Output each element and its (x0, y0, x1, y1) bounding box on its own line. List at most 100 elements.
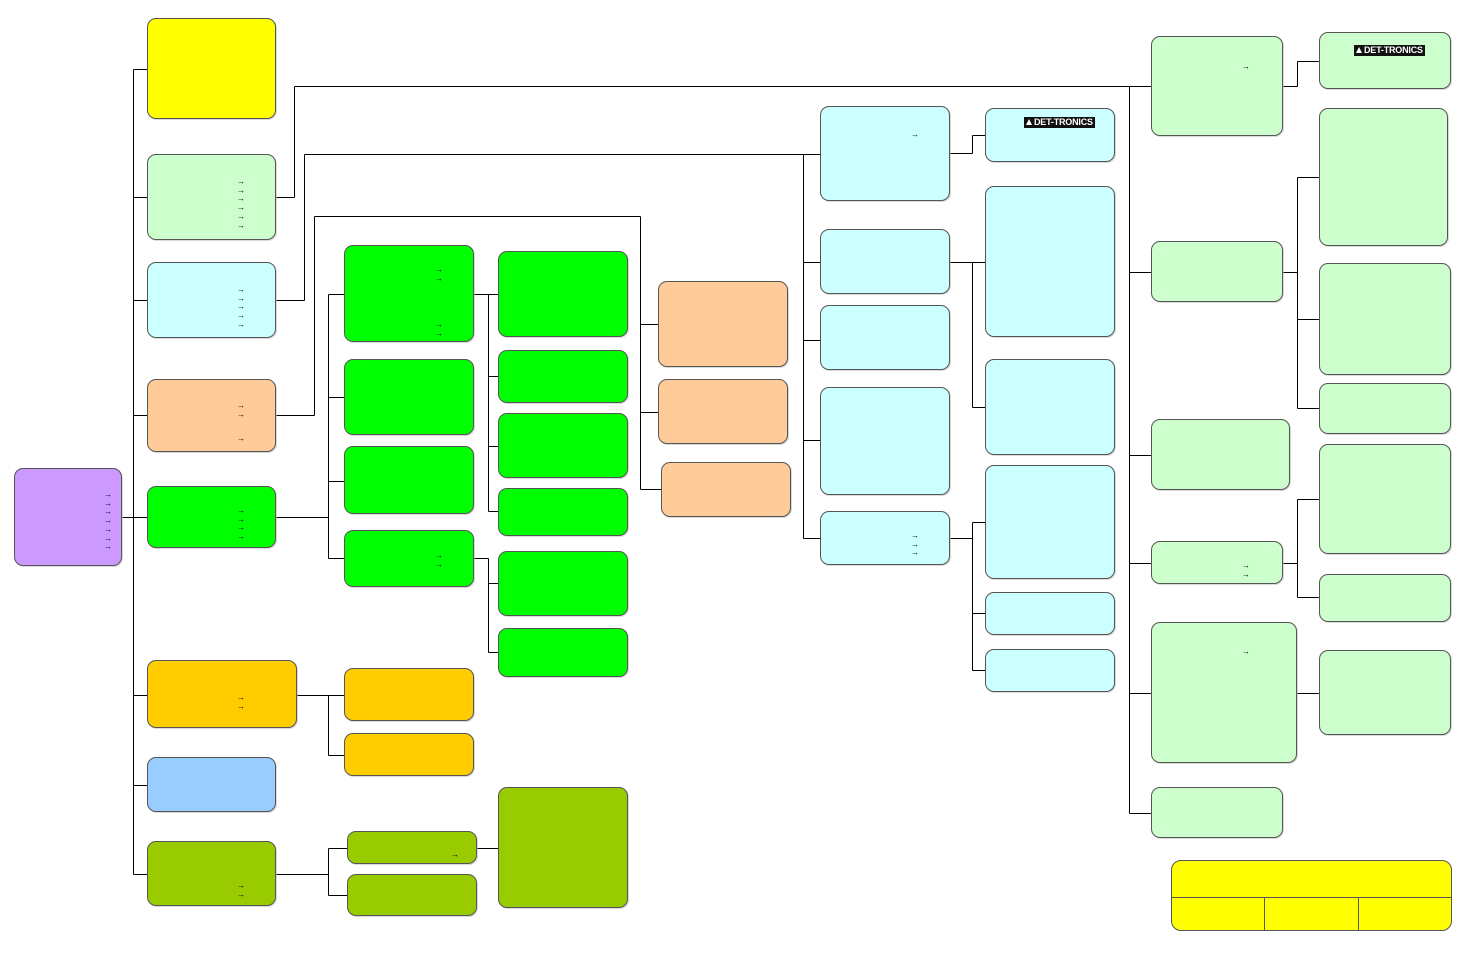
arrow-icon: → (911, 531, 919, 540)
legend-cell-1 (1172, 897, 1265, 930)
box-cyan-c[interactable] (820, 305, 950, 370)
arrow-icon: → (237, 523, 245, 533)
box-cyan-d[interactable] (820, 387, 950, 495)
box-pg-b[interactable] (1151, 241, 1283, 302)
arrow-icon: → (237, 319, 245, 329)
arrow-icon: → (237, 401, 245, 410)
box-cyan-a[interactable] (820, 106, 950, 201)
box-gold-branch[interactable] (147, 660, 297, 728)
det-tronics-logo: DET-TRONICS (1354, 45, 1425, 56)
box-palegreen-branch[interactable] (147, 154, 276, 240)
arrow-icon: → (104, 498, 112, 508)
arrow-icon: → (911, 130, 919, 139)
box-green-branch[interactable] (147, 486, 276, 548)
arrow-icon: → (237, 185, 245, 195)
arrow-icon: → (435, 329, 443, 338)
box-peach-a[interactable] (658, 281, 788, 367)
triangle-icon (1026, 119, 1032, 125)
box-cyan-e1[interactable] (985, 465, 1115, 579)
box-gold-b[interactable] (344, 733, 474, 776)
box-sky-branch[interactable] (147, 757, 276, 812)
arrow-icon: → (435, 320, 443, 329)
box-green-d2[interactable] (498, 628, 628, 677)
arrow-icon: → (237, 434, 245, 443)
box-pg-b3[interactable] (1319, 383, 1451, 434)
arrow-icon: → (237, 506, 245, 515)
box-pg-e1[interactable] (1319, 650, 1451, 735)
box-olive-a[interactable] (347, 831, 477, 864)
box-pg-f[interactable] (1151, 787, 1283, 838)
box-palecyan-branch[interactable] (147, 262, 276, 338)
arrow-icon: → (237, 532, 245, 542)
arrow-icon: → (1242, 647, 1250, 656)
box-green-c[interactable] (344, 446, 474, 514)
box-cyan-e2[interactable] (985, 592, 1115, 635)
triangle-icon (1356, 47, 1362, 53)
legend-box (1171, 860, 1452, 931)
arrow-icon: → (237, 881, 245, 890)
arrow-icon: → (237, 701, 245, 711)
logo-text: DET-TRONICS (1034, 117, 1093, 127)
box-cyan-b2[interactable] (985, 359, 1115, 455)
arrow-icon: → (104, 507, 112, 517)
arrow-icon: → (911, 548, 919, 558)
arrow-icon: → (104, 524, 112, 534)
box-green-d1[interactable] (498, 551, 628, 616)
arrow-icon: → (911, 539, 919, 549)
arrow-icon: → (1242, 569, 1250, 579)
box-green-a[interactable] (344, 245, 474, 342)
box-olive-big[interactable] (498, 787, 628, 908)
box-pg-d[interactable] (1151, 541, 1283, 584)
box-green-a3[interactable] (498, 413, 628, 478)
arrow-icon: → (435, 265, 443, 274)
arrow-icon: → (1242, 62, 1250, 71)
arrow-icon: → (237, 311, 245, 321)
arrow-icon: → (237, 889, 245, 899)
box-cyan-e[interactable] (820, 511, 950, 565)
box-pg-logo[interactable] (1319, 32, 1451, 89)
box-root[interactable] (14, 468, 122, 566)
box-pg-b2[interactable] (1319, 263, 1451, 375)
box-pg-a[interactable] (1151, 36, 1283, 136)
box-pg-c[interactable] (1151, 419, 1290, 490)
arrow-icon: → (237, 285, 245, 294)
arrow-icon: → (435, 559, 443, 569)
box-peach-branch[interactable] (147, 379, 276, 452)
arrow-icon: → (104, 490, 112, 499)
box-peach-b[interactable] (658, 379, 788, 444)
arrow-icon: → (104, 516, 112, 526)
box-cyan-e3[interactable] (985, 649, 1115, 692)
box-cyan-b[interactable] (820, 229, 950, 294)
box-green-d[interactable] (344, 530, 474, 587)
box-green-a1[interactable] (498, 251, 628, 337)
arrow-icon: → (237, 194, 245, 204)
box-gold-a[interactable] (344, 668, 474, 721)
box-pg-d1[interactable] (1319, 444, 1451, 554)
box-pg-e[interactable] (1151, 622, 1297, 763)
box-pg-d2[interactable] (1319, 574, 1451, 622)
legend-cell-2 (1265, 897, 1359, 930)
legend-header (1172, 861, 1451, 898)
arrow-icon: → (435, 274, 443, 283)
box-green-a4[interactable] (498, 488, 628, 536)
arrow-icon: → (1242, 561, 1250, 570)
logo-text: DET-TRONICS (1364, 45, 1423, 55)
box-green-b[interactable] (344, 359, 474, 435)
arrow-icon: → (104, 542, 112, 552)
box-cyan-b1[interactable] (985, 186, 1115, 337)
box-olive-b[interactable] (347, 874, 477, 916)
arrow-icon: → (237, 177, 245, 186)
box-green-a2[interactable] (498, 350, 628, 403)
box-peach-c[interactable] (661, 462, 791, 517)
arrow-icon: → (237, 514, 245, 524)
arrow-icon: → (237, 203, 245, 213)
arrow-icon: → (237, 302, 245, 312)
legend-cell-3 (1359, 897, 1451, 930)
arrow-icon: → (237, 211, 245, 221)
box-pg-b1[interactable] (1319, 108, 1448, 246)
box-yellow-top[interactable] (147, 18, 276, 119)
arrow-icon: → (435, 551, 443, 560)
box-olive-branch[interactable] (147, 841, 276, 906)
arrow-icon: → (237, 293, 245, 303)
